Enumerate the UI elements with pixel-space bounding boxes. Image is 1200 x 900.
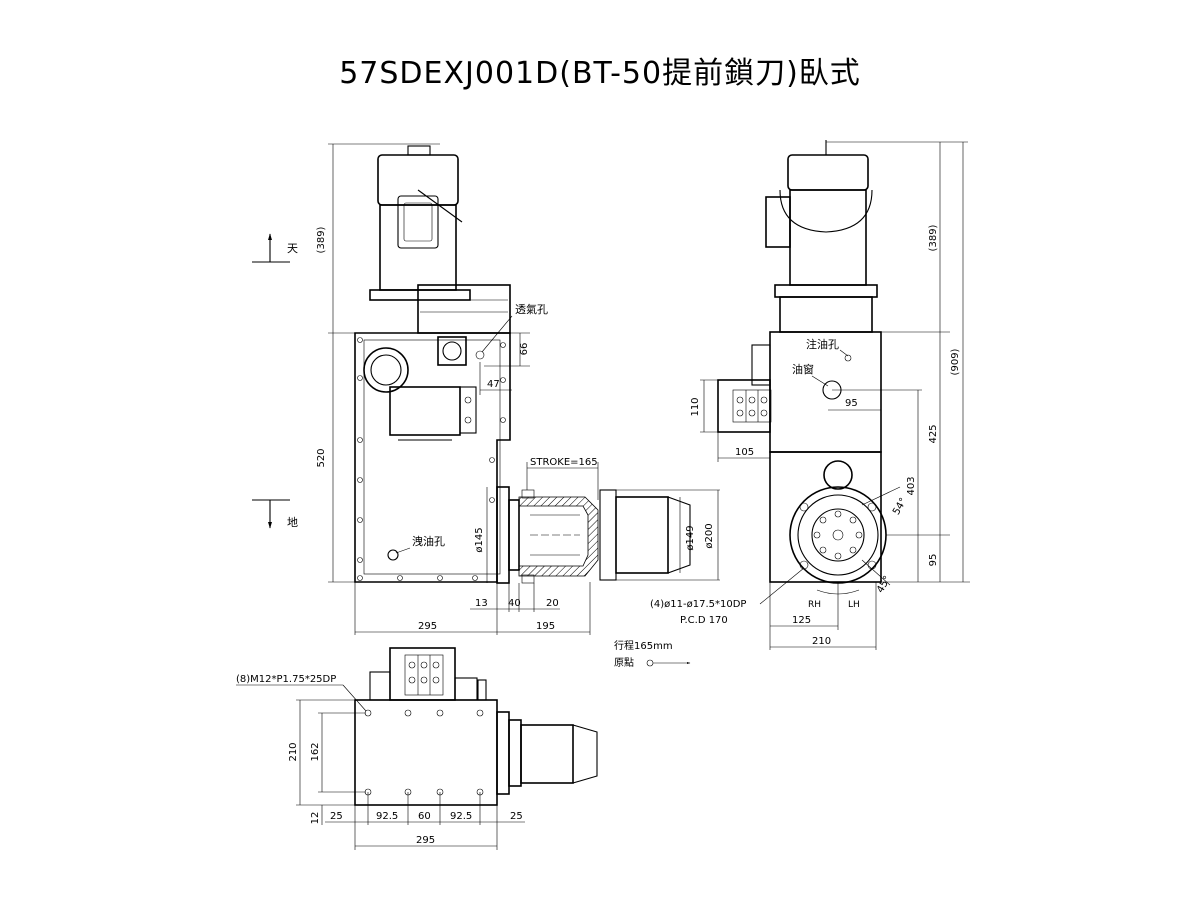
dim-425: 425 bbox=[928, 424, 939, 443]
motor-cap bbox=[407, 145, 431, 156]
spindle-face-holes bbox=[799, 502, 877, 570]
square-port bbox=[437, 336, 467, 366]
dim-40: 40 bbox=[508, 598, 521, 609]
motor-flange bbox=[369, 289, 471, 301]
port-outer bbox=[363, 347, 409, 393]
dim-125: 125 bbox=[792, 615, 811, 626]
gearbox bbox=[389, 386, 461, 436]
dim-403: 403 bbox=[906, 476, 917, 495]
dim-47: 47 bbox=[487, 379, 500, 390]
dim-25-right: 25 bbox=[510, 811, 523, 822]
travel-note: 行程165mm 原點 bbox=[614, 639, 691, 669]
dim-295-bottom: 295 bbox=[416, 835, 435, 846]
dim-92-5-left: 92.5 bbox=[376, 811, 398, 822]
dim-60: 60 bbox=[418, 811, 431, 822]
dim-149: ø149 bbox=[685, 525, 696, 550]
dim-295: 295 bbox=[418, 621, 437, 632]
front-view bbox=[354, 145, 691, 584]
dim-66: 66 bbox=[519, 343, 530, 356]
dim-95-horizontal: 95 bbox=[845, 398, 858, 409]
drain-hole-mark bbox=[387, 549, 399, 561]
front-dimensions: (389) 520 66 47 ø145 ø149 ø200 STROKE=16… bbox=[316, 143, 720, 635]
sky-indicator: 天 bbox=[252, 233, 298, 263]
dim-210-right: 210 bbox=[812, 636, 831, 647]
dim-95-vertical: 95 bbox=[928, 554, 939, 567]
side-labels: 注油孔 油窗 (4)ø11-ø17.5*10DP P.C.D 170 bbox=[650, 337, 849, 626]
ground-label: 地 bbox=[287, 516, 298, 529]
bottom-view bbox=[354, 647, 598, 806]
angle-54: 54° bbox=[891, 496, 909, 517]
dim-145: ø145 bbox=[474, 527, 485, 552]
valve-block bbox=[717, 379, 771, 433]
dim-13: 13 bbox=[475, 598, 488, 609]
dim-389-right: (389) bbox=[928, 224, 939, 251]
vent-hole-label: 透氣孔 bbox=[515, 302, 548, 316]
bottom-taps bbox=[364, 709, 484, 796]
ground-indicator: 地 bbox=[252, 499, 298, 529]
pcd-label: P.C.D 170 bbox=[680, 615, 728, 626]
cylinder-body bbox=[615, 496, 669, 574]
bottom-cylinder bbox=[520, 724, 574, 784]
oil-window-label: 油窗 bbox=[792, 362, 814, 376]
dim-389-left: (389) bbox=[316, 226, 327, 253]
holes-spec-label: (4)ø11-ø17.5*10DP bbox=[650, 599, 746, 610]
tap-spec-label: (8)M12*P1.75*25DP bbox=[236, 674, 336, 685]
travel-label-cn: 行程165mm bbox=[614, 639, 673, 652]
dim-stroke: STROKE=165 bbox=[530, 457, 598, 468]
sky-label: 天 bbox=[287, 242, 298, 255]
vent-hole-mark bbox=[475, 350, 485, 360]
handle bbox=[417, 189, 463, 223]
dim-20: 20 bbox=[546, 598, 559, 609]
rh-label: RH bbox=[808, 600, 821, 610]
dim-110: 110 bbox=[690, 397, 701, 416]
bottom-housing bbox=[354, 699, 498, 806]
junction-box bbox=[397, 195, 439, 249]
side-junction-box bbox=[765, 196, 791, 248]
bottom-valve-block bbox=[389, 647, 456, 701]
dim-909: (909) bbox=[950, 348, 961, 375]
drain-hole-label: 洩油孔 bbox=[412, 534, 445, 548]
dim-200: ø200 bbox=[704, 523, 715, 548]
side-motor-flange bbox=[774, 284, 878, 298]
dim-162: 162 bbox=[310, 742, 321, 761]
dim-520: 520 bbox=[316, 448, 327, 467]
housing-bolts bbox=[357, 337, 506, 581]
spindle-section-hatch bbox=[518, 496, 599, 577]
origin-label: 原點 bbox=[614, 656, 634, 669]
motor-body-top bbox=[377, 154, 459, 206]
front-labels: 透氣孔 洩油孔 bbox=[395, 302, 548, 554]
angle-45: 45° bbox=[875, 574, 893, 595]
spindle-flange bbox=[496, 486, 510, 584]
oil-fill-mark bbox=[844, 354, 852, 362]
drawing-title: 57SDEXJ001D(BT-50提前鎖刀)臥式 bbox=[339, 56, 861, 91]
cylinder-flange bbox=[599, 489, 617, 581]
dim-105: 105 bbox=[735, 447, 754, 458]
oil-fill-label: 注油孔 bbox=[806, 337, 839, 351]
dim-210-bottom: 210 bbox=[288, 742, 299, 761]
bottom-dimensions: (8)M12*P1.75*25DP 210 162 12 25 92.5 60 … bbox=[236, 674, 525, 850]
dim-195: 195 bbox=[536, 621, 555, 632]
side-motor-top bbox=[787, 154, 869, 191]
side-handle bbox=[779, 189, 873, 233]
dim-25-left: 25 bbox=[330, 811, 343, 822]
dim-92-5-right: 92.5 bbox=[450, 811, 472, 822]
dim-12: 12 bbox=[310, 812, 321, 825]
side-motor-body bbox=[789, 189, 867, 286]
lh-label: LH bbox=[848, 600, 860, 610]
gear-cover bbox=[417, 284, 511, 334]
